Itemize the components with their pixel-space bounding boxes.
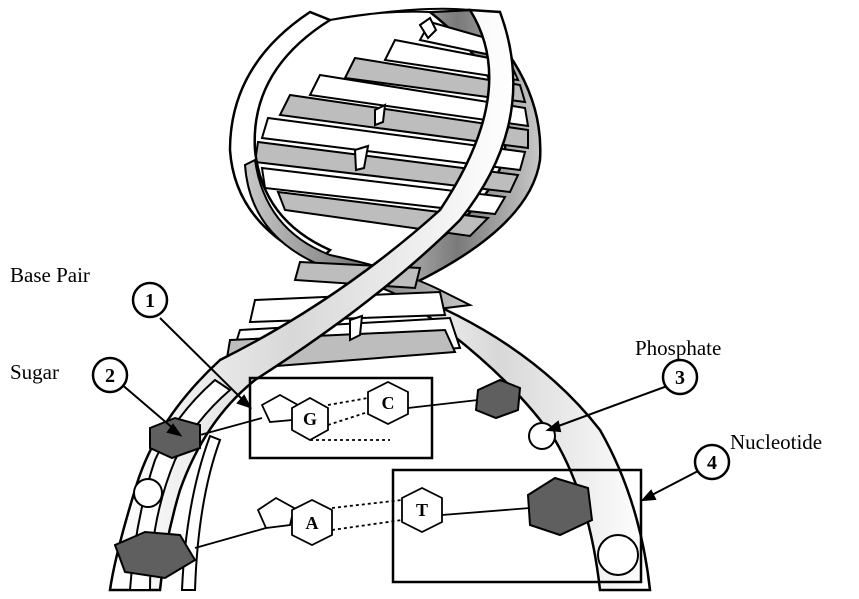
- callout-4-number: 4: [707, 452, 717, 474]
- base-letter-g: G: [303, 409, 317, 429]
- base-letter-c: C: [382, 393, 395, 413]
- sugar-lower-right: [528, 478, 592, 535]
- phosphate-left: [134, 479, 162, 507]
- callout-2-number: 2: [105, 365, 115, 387]
- callout-3-number: 3: [675, 367, 685, 389]
- sugar-label: Sugar: [10, 362, 59, 383]
- sugar-upper-right: [476, 380, 520, 418]
- base-letter-t: T: [416, 500, 428, 520]
- base-letter-a: A: [306, 513, 319, 533]
- callout-1-number: 1: [145, 290, 155, 312]
- phosphate-lower-right: [598, 535, 638, 575]
- phosphate-label: Phosphate: [635, 338, 721, 359]
- nucleotide-label: Nucleotide: [730, 432, 822, 453]
- base-pair-label: Base Pair: [10, 265, 90, 286]
- base-a-t: [195, 488, 530, 548]
